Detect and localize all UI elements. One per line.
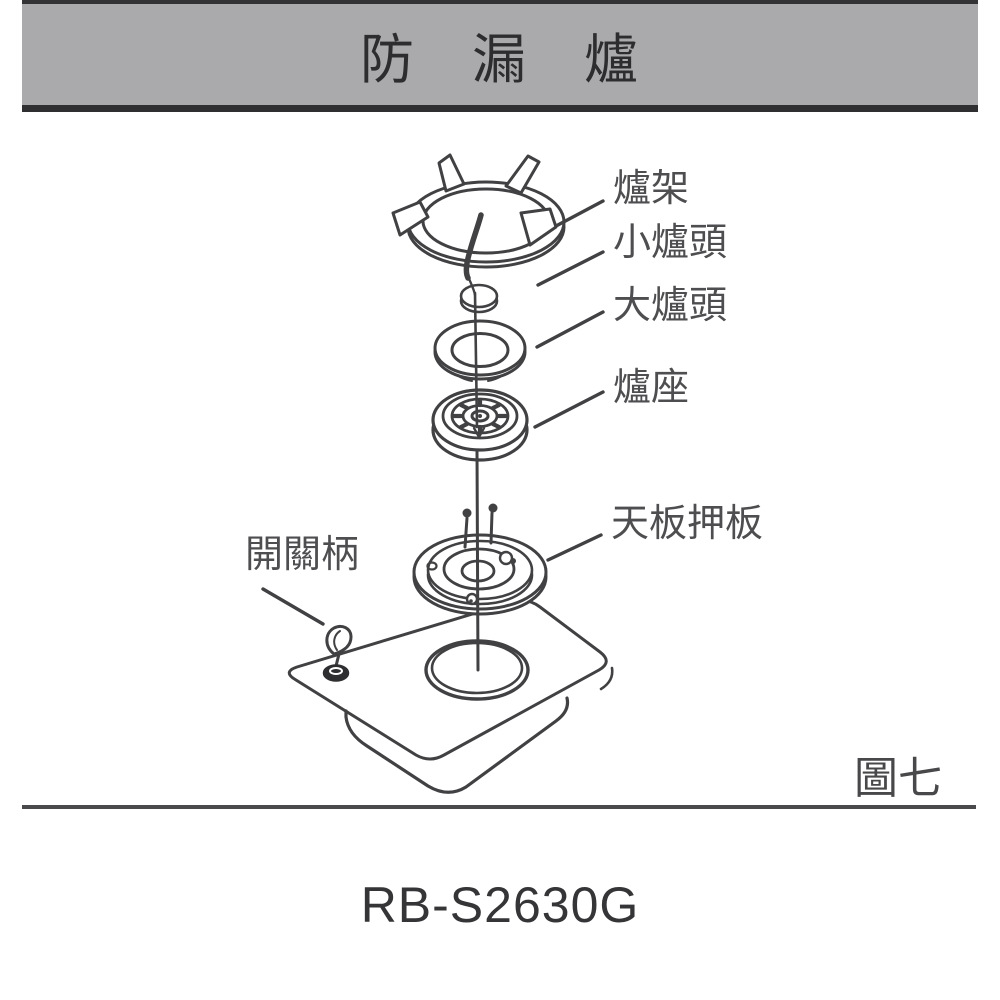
- switch-handle-drawing: [322, 624, 353, 682]
- label-small-burner-head: 小爐頭: [613, 222, 728, 264]
- burner-seat-drawing: [431, 388, 529, 462]
- page-title: 防 漏 爐: [360, 30, 640, 90]
- label-burner-grate: 爐架: [613, 168, 690, 210]
- label-large-burner-head: 大爐頭: [613, 285, 728, 327]
- assembly-axis-line: [473, 291, 480, 672]
- page-header-band: 防 漏 爐: [22, 0, 978, 112]
- figure-number: 圖七: [854, 754, 942, 803]
- burner-grate-drawing: [391, 153, 566, 297]
- stove-top-panel-drawing: [287, 598, 614, 794]
- leader-lines: [261, 199, 605, 626]
- label-burner-seat: 爐座: [613, 367, 690, 409]
- press-plate-drawing: [412, 533, 548, 616]
- fixing-pins-drawing: [462, 503, 498, 549]
- label-top-plate-press-plate: 天板押板: [611, 503, 764, 545]
- small-burner-head-drawing: [459, 283, 499, 314]
- large-burner-head-drawing: [433, 319, 527, 382]
- model-number: RB-S2630G: [360, 877, 640, 933]
- section-divider-rule: [22, 805, 976, 809]
- label-switch-handle: 開關柄: [245, 534, 360, 576]
